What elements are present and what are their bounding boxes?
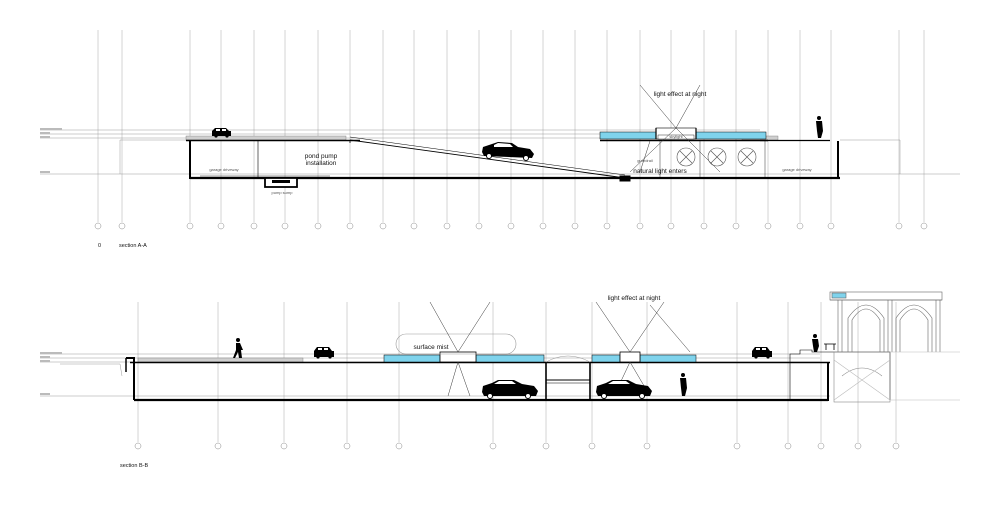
section-a-grid-bubbles <box>94 222 928 230</box>
section-a-installation-label: installation <box>306 160 337 167</box>
section-b-light-effect-label: light effect at night <box>608 295 661 302</box>
grid-bubble <box>489 442 497 450</box>
section-a-marker: 0 <box>98 243 101 249</box>
grid-bubble <box>827 222 835 230</box>
section-b-title: section B-B <box>120 463 148 469</box>
grid-bubble <box>603 222 611 230</box>
grid-bubble <box>475 222 483 230</box>
section-a-title: section A-A <box>119 243 147 249</box>
grid-bubble <box>571 222 579 230</box>
section-b-ground-surface <box>130 357 830 364</box>
grid-bubble <box>346 222 354 230</box>
section-a-garage-driveway-left: garage driveway <box>209 167 238 172</box>
grid-bubble <box>784 442 792 450</box>
grid-bubble <box>214 442 222 450</box>
grid-bubble <box>733 442 741 450</box>
section-a-guardrail-label: guardrail <box>637 158 653 163</box>
grid-bubble <box>443 222 451 230</box>
grid-bubble <box>314 222 322 230</box>
grid-bubble <box>895 222 903 230</box>
person-icon <box>812 334 819 352</box>
section-b-grid <box>137 302 897 442</box>
grid-bubble <box>892 442 900 450</box>
bench-icon <box>824 343 836 350</box>
car-icon <box>482 380 538 399</box>
person-icon <box>816 116 823 138</box>
section-a-ventilation-fans <box>676 147 757 167</box>
grid-bubble <box>643 442 651 450</box>
svg-text:skylight: skylight <box>669 134 683 139</box>
section-a-grid <box>97 30 925 222</box>
section-b-structure <box>125 349 891 402</box>
arcade-building <box>829 291 960 403</box>
section-a-garage-driveway-right: garage driveway <box>782 167 811 172</box>
section-a-pond: skylight <box>599 127 768 142</box>
section-a-pump-sump-label: pump sump <box>272 190 294 195</box>
section-a-natural-light-label: natural light enters <box>633 168 687 175</box>
section-b-grid-bubbles <box>134 442 900 450</box>
car-icon <box>482 142 534 161</box>
person-icon <box>233 338 243 358</box>
grid-bubble <box>764 222 772 230</box>
grid-bubble <box>395 442 403 450</box>
grid-bubble <box>134 442 142 450</box>
grid-bubble <box>94 222 102 230</box>
grid-bubble <box>667 222 675 230</box>
grid-bubble <box>507 222 515 230</box>
car-icon <box>314 347 334 359</box>
car-icon <box>212 128 231 138</box>
grid-bubble <box>539 222 547 230</box>
section-b-surface-mist-label: surface mist <box>413 344 448 351</box>
grid-bubble <box>796 222 804 230</box>
grid-bubble <box>542 442 550 450</box>
grid-bubble <box>732 222 740 230</box>
grid-bubble <box>636 222 644 230</box>
grid-bubble <box>410 222 418 230</box>
grid-bubble <box>186 222 194 230</box>
section-a-structure <box>189 136 840 188</box>
car-icon <box>752 347 772 359</box>
section-b-light-rays <box>429 301 691 397</box>
section-a-pond-pump-label: pond pump <box>305 153 338 160</box>
section-a-light-rays <box>629 84 721 173</box>
grid-bubble <box>700 222 708 230</box>
grid-bubble <box>281 222 289 230</box>
grid-bubble <box>920 222 928 230</box>
grid-bubble <box>854 442 862 450</box>
grid-bubble <box>817 442 825 450</box>
car-icon <box>596 380 652 399</box>
section-a-light-effect-label: light effect at night <box>654 91 707 98</box>
grid-bubble <box>280 442 288 450</box>
section-a-level-marks <box>40 128 62 173</box>
grid-bubble <box>588 442 596 450</box>
grid-bubble <box>118 222 126 230</box>
grid-bubble <box>379 222 387 230</box>
grid-bubble <box>343 442 351 450</box>
grid-bubble <box>250 222 258 230</box>
person-icon <box>680 373 687 396</box>
section-b-pond <box>383 333 697 363</box>
grid-bubble <box>217 222 225 230</box>
